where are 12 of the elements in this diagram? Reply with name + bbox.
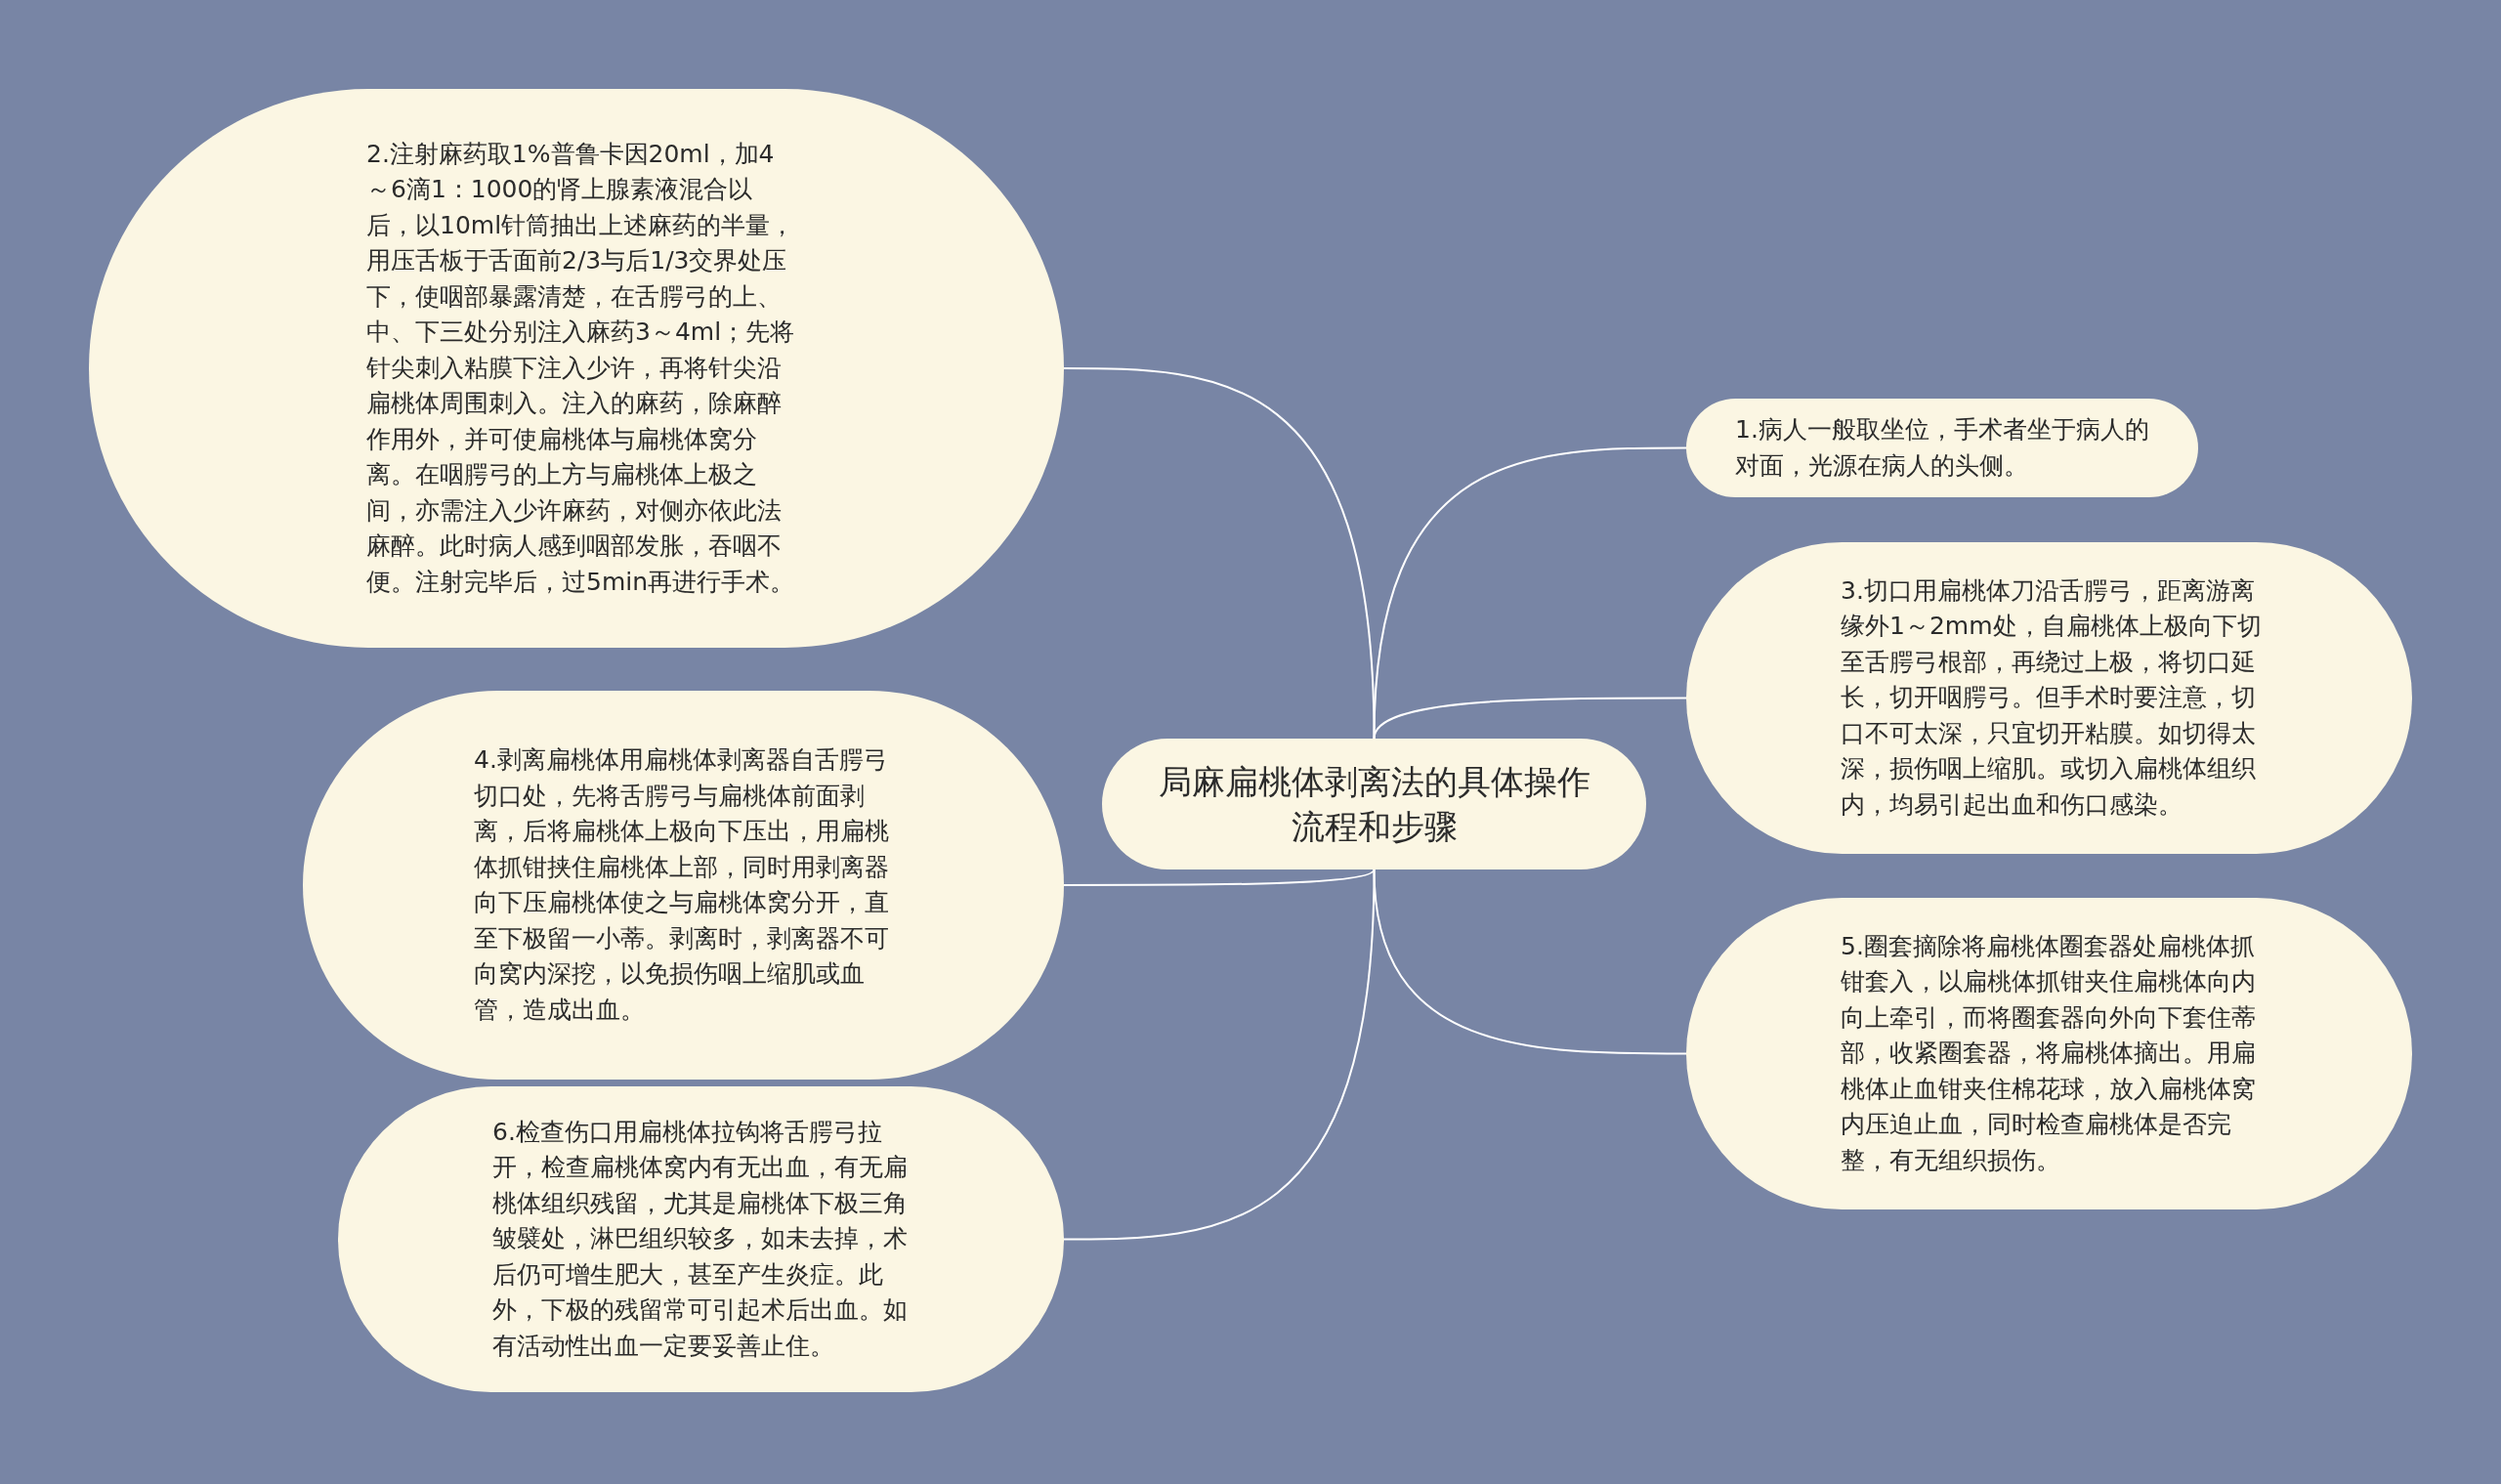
central-topic-text: 局麻扁桃体剥离法的具体操作流程和步骤 (1157, 761, 1591, 848)
step-text: 2.注射麻药取1%普鲁卡因20ml，加4～6滴1：1000的肾上腺素液混合以后，以10ml针筒抽出上述麻药的半量，用压舌板于舌面前2/3与后1/3交界处压下，使咽部暴露清楚，在舌腭弓的上、中、下三处分别注入麻药3～4ml；先将针尖刺入粘膜下注入少许，再将针尖沿扁桃体周围刺入。注入的麻药，除麻醉作用外，并可使扁桃体与扁桃体窝分离。在咽腭弓的上方与扁桃体上极之间，亦需注入少许麻药，对侧亦依此法麻醉。此时病人感到咽部发胀，吞咽不便。注射完毕后，过5min再进行手术。 (366, 138, 796, 598)
step-text: 3.切口用扁桃体刀沿舌腭弓，距离游离缘外1～2mm处，自扁桃体上极向下切至舌腭弓根部，再绕过上极，将切口延长，切开咽腭弓。但手术时要注意，切口不可太深，只宜切开粘膜。如切得太深，损伤咽上缩肌。或切入扁桃体组织内，均易引起出血和伤口感染。 (1841, 574, 2263, 821)
step-text: 6.检查伤口用扁桃体拉钩将舌腭弓拉开，检查扁桃体窝内有无出血，有无扁桃体组织残留，尤其是扁桃体下极三角皱襞处，淋巴组织较多，如未去掉，术后仍可增生肥大，甚至产生炎症。此外，下极的残留常可引起术后出血。如有活动性出血一定要妥善止住。 (492, 1116, 909, 1362)
connector-line (1373, 869, 1687, 1055)
step-text: 1.病人一般取坐位，手术者坐于病人的对面，光源在病人的头侧。 (1735, 414, 2150, 482)
connector-line (1063, 869, 1376, 1241)
connector-line (1373, 697, 1687, 740)
connector-line (1063, 869, 1376, 886)
connector-line (1063, 367, 1376, 740)
step-text: 4.剥离扁桃体用扁桃体剥离器自舌腭弓切口处，先将舌腭弓与扁桃体前面剥离，后将扁桃体上极向下压出，用扁桃体抓钳挟住扁桃体上部，同时用剥离器向下压扁桃体使之与扁桃体窝分开，直至下极留一小蒂。剥离时，剥离器不可向窝内深挖，以免损伤咽上缩肌或血管，造成出血。 (474, 744, 890, 1026)
step-text: 5.圈套摘除将扁桃体圈套器处扁桃体抓钳套入，以扁桃体抓钳夹住扁桃体向内向上牵引，而将圈套器向外向下套住蒂部，收紧圈套器，将扁桃体摘出。用扁桃体止血钳夹住棉花球，放入扁桃体窝内压迫止血，同时检查扁桃体是否完整，有无组织损伤。 (1841, 930, 2257, 1176)
